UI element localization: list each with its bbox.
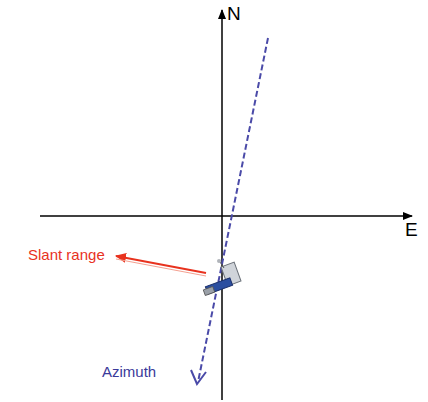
axis-label: N: [227, 4, 241, 25]
slant-range-shadow: [116, 259, 206, 276]
azimuth-line: [198, 38, 268, 382]
slant-range-label: Slant range: [28, 247, 105, 264]
axis-label: E: [405, 220, 418, 241]
north-axis: [221, 10, 223, 400]
azimuth-label: Azimuth: [102, 364, 156, 381]
east-axis: [40, 215, 412, 217]
satellite-icon: [203, 259, 241, 296]
slant-range-arrow: [116, 256, 206, 273]
azimuth-arrowhead: [191, 370, 206, 384]
